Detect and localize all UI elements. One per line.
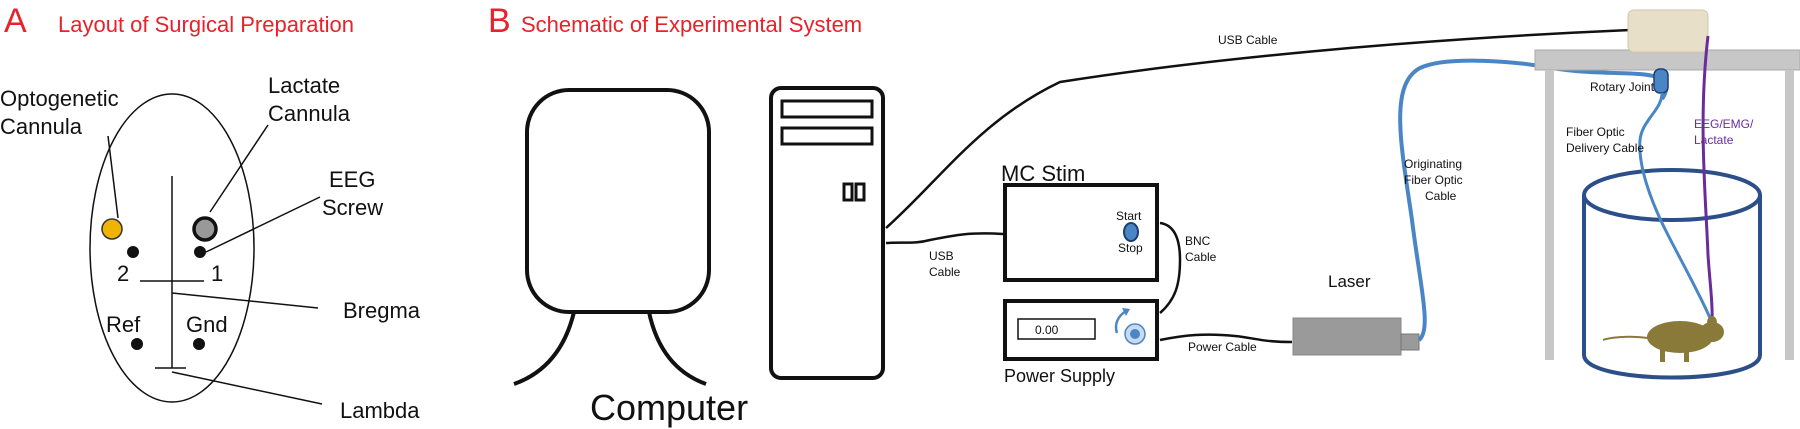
label-1: 1: [211, 261, 223, 286]
panel-b: B Schematic of Experimental System Compu…: [488, 2, 1800, 428]
label-deliv-2: Delivery Cable: [1566, 141, 1644, 155]
label-bregma: Bregma: [343, 298, 421, 323]
power-cable: [1159, 333, 1293, 344]
computer-monitor: [513, 88, 711, 386]
eeg-screw-1: [194, 246, 206, 258]
eeg-leader: [205, 196, 321, 253]
optogenetic-cannula: [101, 218, 123, 240]
label-rotary-joint: Rotary Joint: [1590, 80, 1655, 94]
commutator: [1627, 9, 1709, 53]
label-stop: Stop: [1118, 241, 1143, 255]
label-start: Start: [1116, 209, 1142, 223]
label-bnc-cable: Cable: [1185, 250, 1217, 264]
label-optogenetic-cannula: Cannula: [0, 114, 83, 139]
usb-cable-stim: [885, 232, 1004, 245]
mouse-icon: [1602, 316, 1724, 362]
label-mc-stim: MC Stim: [1001, 161, 1085, 186]
panel-b-title: Schematic of Experimental System: [521, 12, 862, 37]
screw-2: [127, 246, 139, 258]
label-eeg-1: EEG/EMG/: [1694, 117, 1754, 131]
lactate-leader: [209, 124, 269, 213]
label-computer: Computer: [590, 387, 748, 428]
label-usb-cable: Cable: [929, 265, 961, 279]
knob-arrow: [1114, 309, 1127, 334]
laser-box: [1292, 317, 1402, 356]
lambda-leader: [171, 371, 323, 405]
start-stop-button: [1123, 222, 1139, 242]
computer-tower: [769, 86, 885, 380]
label-eeg: EEG: [329, 167, 375, 192]
label-power-cable: Power Cable: [1188, 340, 1257, 354]
opto-leader: [107, 135, 119, 219]
label-orig-3: Cable: [1425, 189, 1457, 203]
label-power-supply: Power Supply: [1004, 366, 1115, 386]
table-leg-left: [1545, 70, 1554, 360]
panel-a-title: Layout of Surgical Preparation: [58, 12, 354, 37]
skull-outline: [89, 93, 255, 403]
panel-a-letter: A: [4, 2, 27, 40]
mc-stim-box: [1003, 183, 1159, 282]
power-display-value: 0.00: [1035, 323, 1059, 337]
table-top: [1534, 49, 1800, 71]
bnc-cable: [1159, 221, 1182, 314]
rotary-joint: [1653, 68, 1669, 94]
label-2: 2: [117, 261, 129, 286]
label-bnc: BNC: [1185, 234, 1211, 248]
lactate-cannula: [192, 216, 218, 242]
label-gnd: Gnd: [186, 312, 228, 337]
label-usb-cable-top: USB Cable: [1218, 33, 1278, 47]
panel-b-letter: B: [488, 2, 511, 40]
label-eeg-2: Lactate: [1694, 133, 1734, 147]
label-eeg-screw: Screw: [322, 195, 383, 220]
power-supply-box: [1003, 299, 1159, 361]
knob-arrowhead: [1122, 308, 1130, 316]
fiber-delivery-cable: [1638, 92, 1712, 319]
ref-screw: [131, 338, 143, 350]
usb-cable-top: [885, 28, 1631, 229]
label-optogenetic: Optogenetic: [0, 86, 119, 111]
laser-port: [1400, 333, 1420, 351]
power-knob-center: [1130, 329, 1140, 339]
label-orig-2: Fiber Optic: [1404, 173, 1463, 187]
panel-a: A Layout of Surgical Preparation Optogen…: [0, 2, 421, 423]
bregma-leader: [171, 292, 319, 309]
eeg-emg-lactate-cable: [1701, 35, 1714, 321]
label-orig-1: Originating: [1404, 157, 1462, 171]
label-lactate-cannula: Cannula: [268, 101, 351, 126]
label-usb: USB: [929, 249, 954, 263]
label-lambda: Lambda: [340, 398, 420, 423]
label-laser: Laser: [1328, 272, 1371, 291]
power-display: [1017, 318, 1096, 340]
label-deliv-1: Fiber Optic: [1566, 125, 1625, 139]
gnd-screw: [193, 338, 205, 350]
table-leg-right: [1785, 70, 1794, 360]
cage: [1582, 168, 1762, 380]
label-ref: Ref: [106, 312, 141, 337]
label-lactate: Lactate: [268, 73, 340, 98]
